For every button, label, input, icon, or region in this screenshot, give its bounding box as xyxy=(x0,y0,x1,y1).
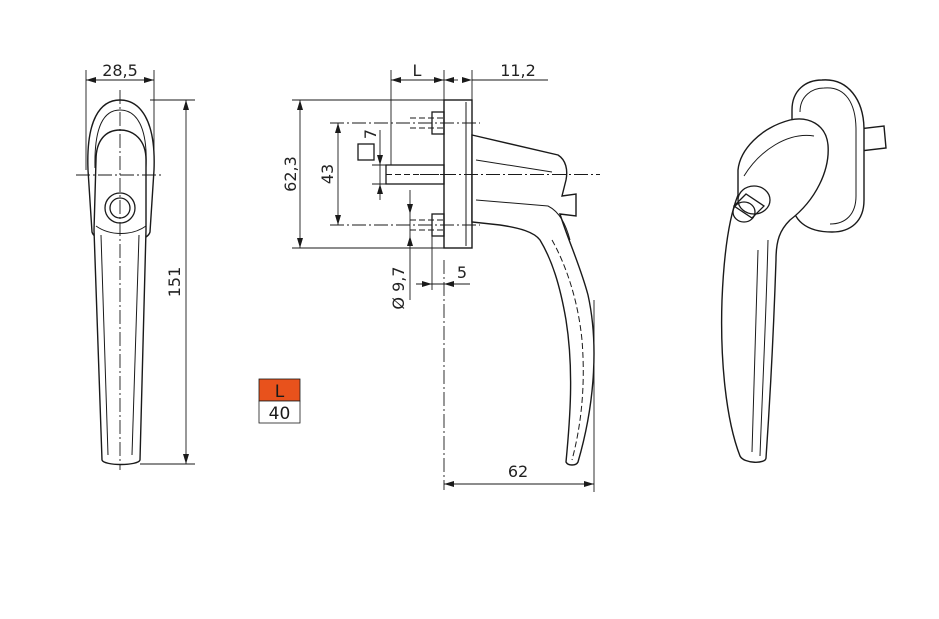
square-dim: 7 xyxy=(361,129,380,139)
front-width-dim: 28,5 xyxy=(102,61,138,80)
front-height-dim: 151 xyxy=(165,267,184,298)
length-dim: L xyxy=(413,61,422,80)
spec-table-header: L xyxy=(275,382,285,402)
front-view: 28,5 151 xyxy=(76,61,195,470)
spec-table-value: 40 xyxy=(269,404,291,424)
spec-table: L 40 xyxy=(258,378,301,424)
perspective-view xyxy=(720,79,887,463)
hole-spacing-dim: 43 xyxy=(318,164,337,184)
spacing-dim: 62,3 xyxy=(281,156,300,192)
reach-dim: 62 xyxy=(508,462,528,481)
offset-dim: 11,2 xyxy=(500,61,536,80)
side-view: L 11,2 62,3 43 7 Ø 9,7 5 xyxy=(281,61,600,492)
boss-dim: 5 xyxy=(457,263,467,282)
hole-diameter-dim: Ø 9,7 xyxy=(389,266,408,309)
